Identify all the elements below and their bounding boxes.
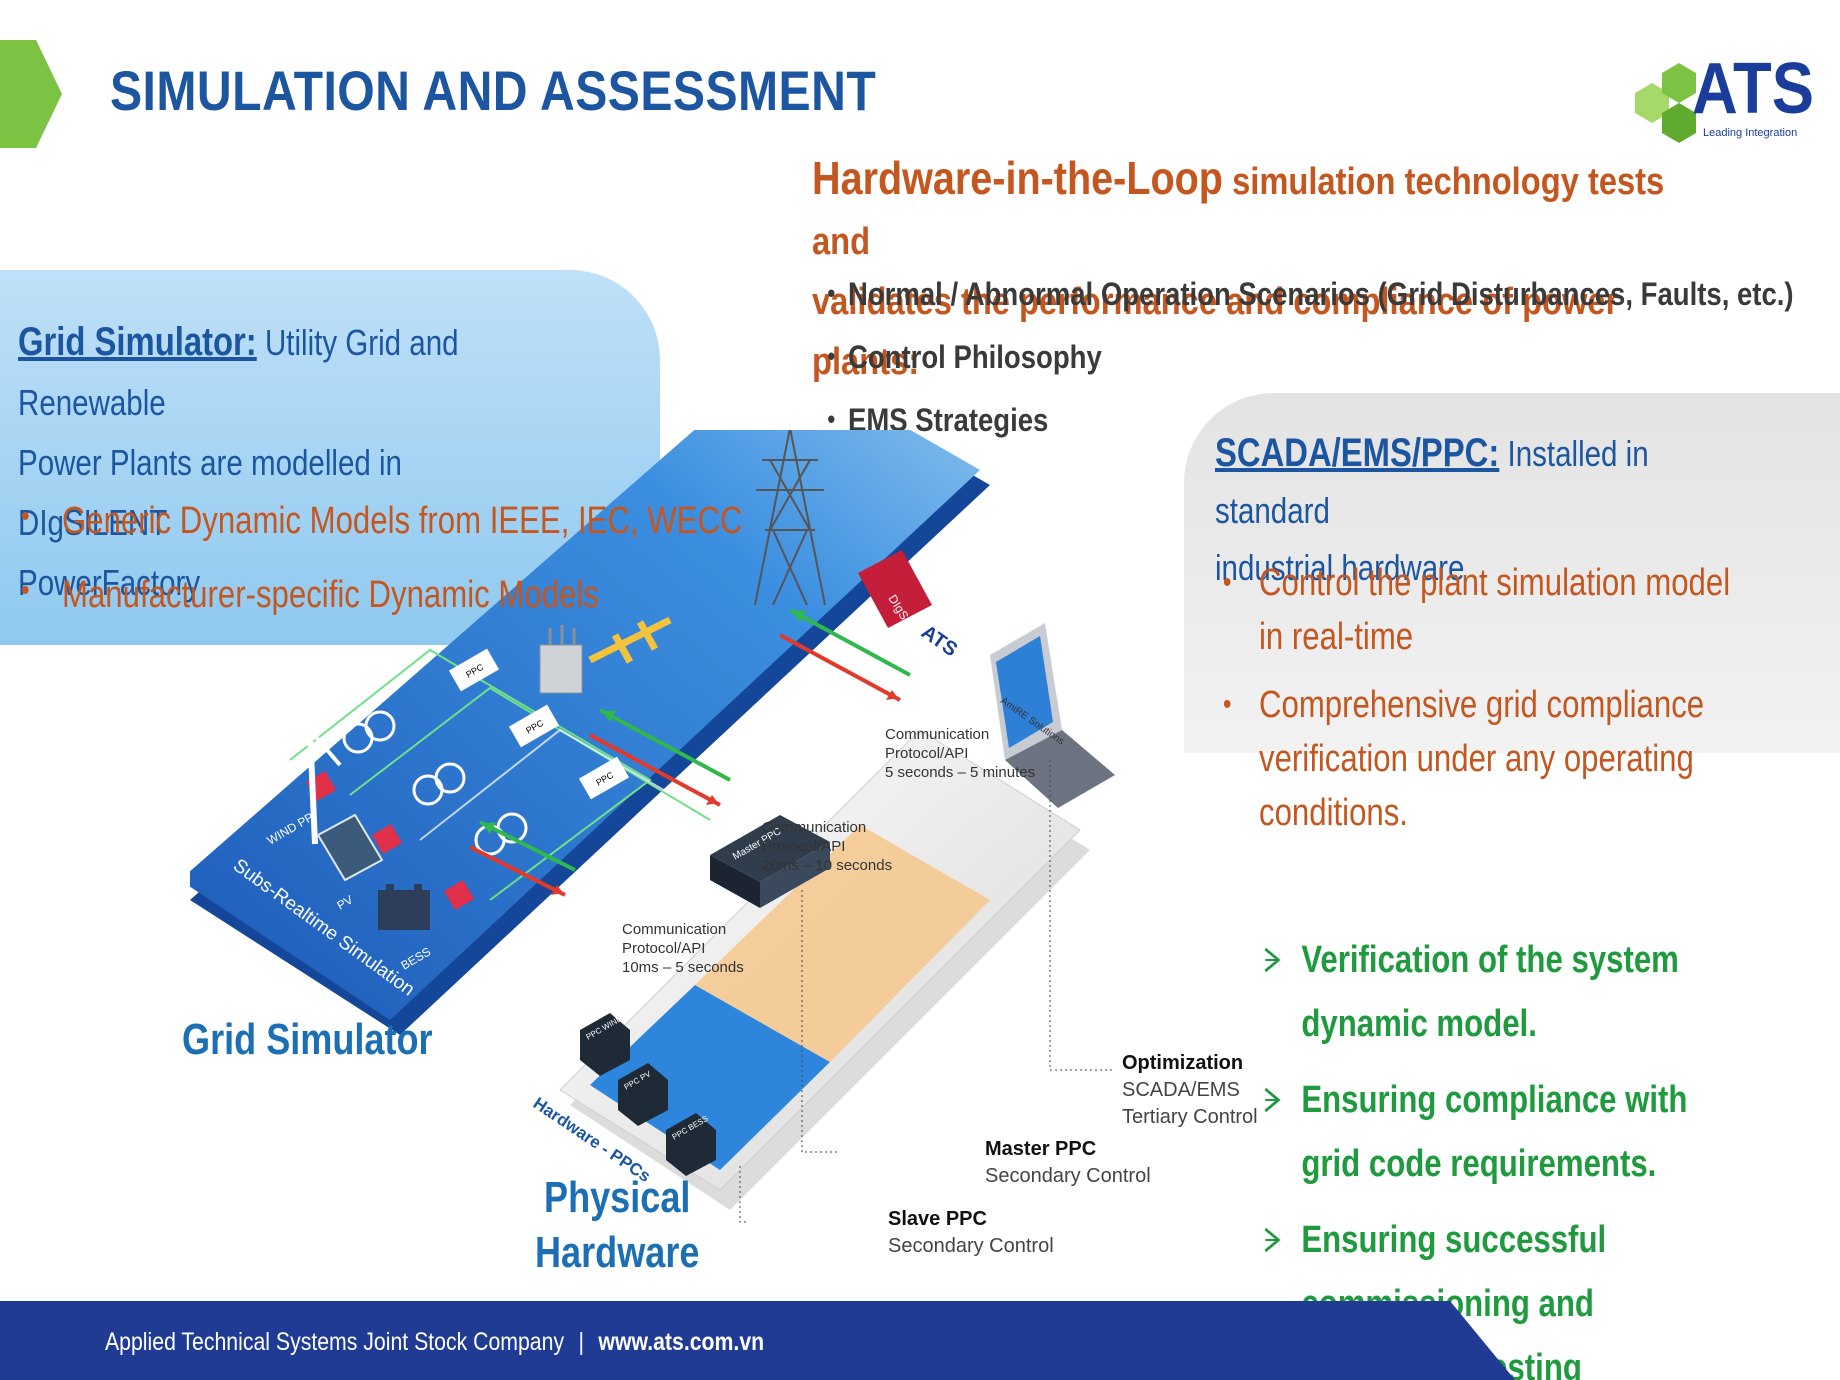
scada-item: Control the plant simulation model in re…	[1223, 556, 1751, 664]
caption-line: Hardware	[535, 1228, 700, 1277]
digsilent-logo	[858, 550, 932, 628]
comm-line: Protocol/API	[622, 940, 706, 957]
slave-ppc-icon	[580, 1013, 716, 1176]
wind-turbine-icon	[267, 669, 342, 845]
header-chevron-icon	[0, 40, 62, 148]
footer-band	[0, 1301, 1515, 1380]
ppc-box: PPC	[508, 704, 560, 748]
benefit-item: Verification of the system dynamic model…	[1262, 928, 1754, 1056]
master-ppc-title: Master PPC	[985, 1138, 1097, 1160]
grid-simulator-title: Grid Simulator:	[18, 320, 257, 364]
hil-line1: simulation technology tests and	[812, 161, 1665, 263]
slave-zone	[590, 985, 830, 1170]
transmission-tower-icon	[754, 430, 826, 606]
transformer-icon	[539, 644, 583, 694]
comm-line: Communication	[622, 921, 727, 938]
slave-ppc-line: Secondary Control	[888, 1235, 1054, 1257]
benefit-text: Verification of the system dynamic model…	[1301, 939, 1679, 1045]
comm-label-2: Communication Protocol/API 20ms – 10 sec…	[762, 818, 892, 875]
footer-separator: |	[578, 1328, 585, 1356]
hil-diagram: PPC PPC PPC Utility Grid DIgSILENT	[190, 430, 1115, 1223]
ppc-box: PPC	[578, 756, 630, 800]
comm-line: 20ms – 10 seconds	[762, 857, 893, 874]
comm-line: 5 seconds – 5 minutes	[885, 764, 1036, 781]
master-ppc-line: Secondary Control	[985, 1165, 1151, 1187]
hil-item: EMS Strategies	[827, 402, 1794, 465]
master-zone	[695, 825, 990, 1062]
scada-title: SCADA/EMS/PPC:	[1215, 431, 1500, 475]
hil-item: Normal / Abnormal Operation Scenarios (G…	[827, 276, 1793, 339]
footer-text: Applied Technical Systems Joint Stock Co…	[105, 1328, 764, 1357]
physical-hardware-caption: Physical Hardware	[535, 1170, 699, 1280]
comm-line: Communication	[885, 726, 990, 743]
hil-lead: Hardware-in-the-Loop	[812, 152, 1223, 204]
grid-simulator-list: Generic Dynamic Models from IEEE, IEC, W…	[21, 500, 892, 648]
slave-ppc-title: Slave PPC	[888, 1208, 987, 1230]
logo-tagline: Leading Integration	[1703, 127, 1798, 139]
comm-arrow-red	[779, 633, 901, 702]
optimization-line: SCADA/EMS	[1122, 1079, 1240, 1101]
comm-arrow-red	[589, 733, 721, 807]
laptop-icon	[990, 623, 1115, 808]
comm-line: Protocol/API	[762, 838, 846, 855]
comm-arrow-green	[599, 708, 731, 782]
grid-simulator-item: Generic Dynamic Models from IEEE, IEC, W…	[21, 500, 742, 574]
hil-item: Control Philosophy	[827, 339, 1794, 402]
page-title: SIMULATION AND ASSESSMENT	[110, 59, 877, 122]
pv-label: PV	[335, 892, 356, 912]
comm-label-3: Communication Protocol/API 10ms – 5 seco…	[622, 920, 744, 977]
scada-list: Control the plant simulation model in re…	[1223, 556, 1840, 854]
scada-item: Comprehensive grid compliance verificati…	[1223, 678, 1751, 840]
arrow-bullet-icon	[1264, 1227, 1281, 1253]
grid-simulator-text1: Utility Grid and Renewable	[18, 322, 459, 423]
benefit-text: Ensuring compliance with grid code requi…	[1301, 1079, 1688, 1185]
grid-simulator-item: Manufacturer-specific Dynamic Models	[21, 574, 742, 648]
logo-name: ATS	[1692, 49, 1815, 129]
pv-panel-icon	[316, 813, 384, 882]
master-ppc-label: Master PPC Secondary Control	[985, 1136, 1151, 1190]
footer-company: Applied Technical Systems Joint Stock Co…	[105, 1328, 565, 1356]
master-ppc-server-icon	[710, 815, 830, 908]
comm-arrow-green	[789, 608, 911, 677]
optimization-label: Optimization SCADA/EMS Tertiary Control	[1122, 1050, 1258, 1131]
comm-line: Communication	[762, 819, 867, 836]
arrow-bullet-icon	[1264, 947, 1281, 973]
slave-ppc-label: Slave PPC Secondary Control	[888, 1206, 1054, 1260]
optimization-title: Optimization	[1122, 1052, 1244, 1074]
scada-text1: Installed in standard	[1215, 433, 1649, 531]
footer-url-link[interactable]: www.ats.com.vn	[598, 1328, 765, 1356]
comm-arrow-green	[479, 820, 576, 872]
arrow-bullet-icon	[1264, 1087, 1281, 1113]
comm-line: 10ms – 5 seconds	[622, 959, 744, 976]
comm-arrow-red	[469, 845, 566, 897]
hil-list: Normal / Abnormal Operation Scenarios (G…	[827, 276, 1840, 465]
optimization-line: Tertiary Control	[1122, 1106, 1258, 1128]
ats-small-label: ATS	[917, 621, 961, 661]
ppc-box: PPC	[448, 648, 500, 692]
caption-line: Physical	[544, 1173, 691, 1222]
ats-logo-icon	[1635, 63, 1696, 143]
benefit-item: Ensuring compliance with grid code requi…	[1262, 1068, 1754, 1196]
battery-icon	[378, 884, 430, 930]
comm-label-1: Communication Protocol/API 5 seconds – 5…	[885, 725, 1035, 782]
grid-simulator-caption: Grid Simulator	[182, 1015, 433, 1064]
comm-line: Protocol/API	[885, 745, 969, 762]
